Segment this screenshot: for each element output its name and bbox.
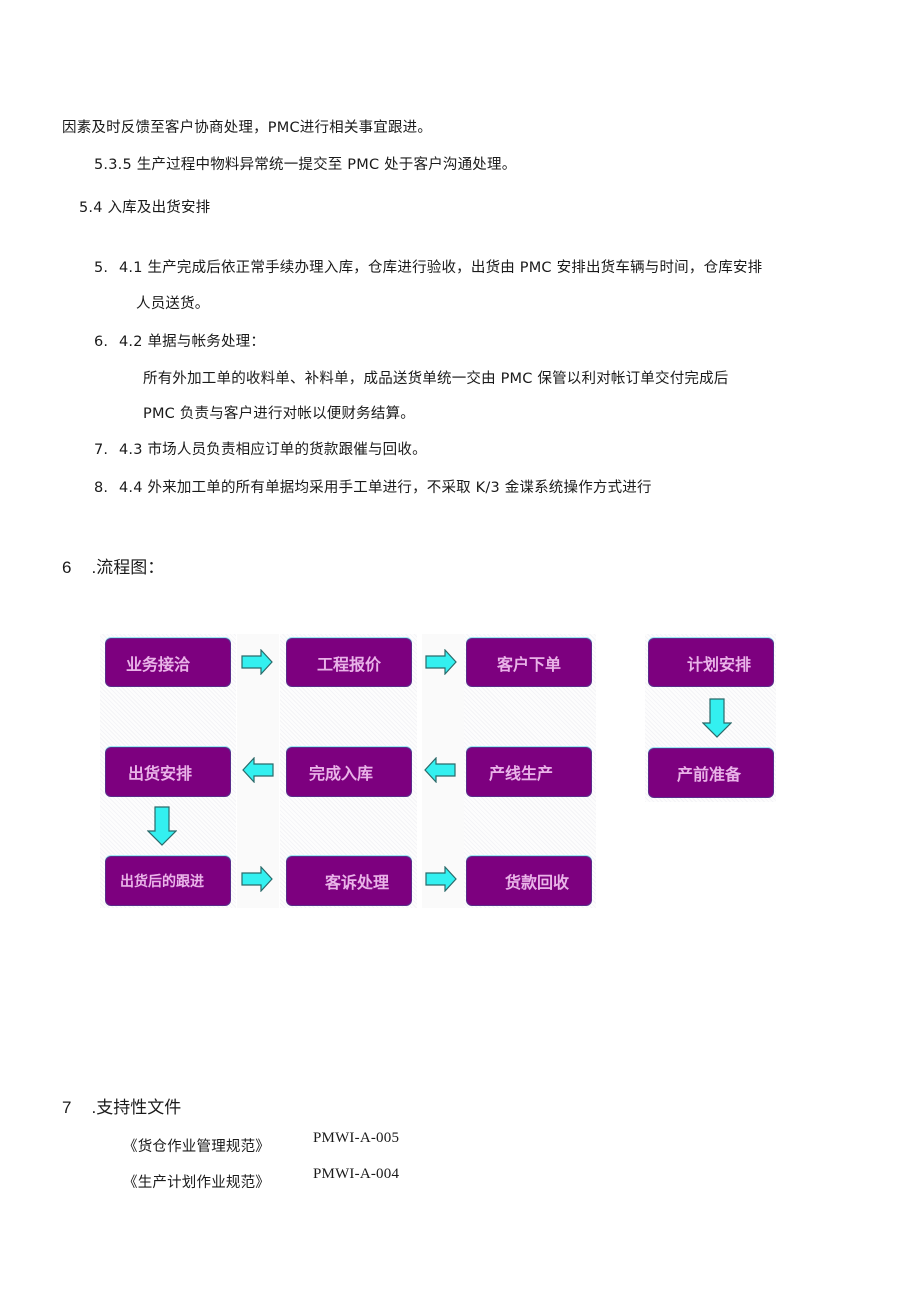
supporting-doc-title: 《货仓作业管理规范》 <box>123 1139 270 1155</box>
list-number: 8. <box>94 480 109 496</box>
flow-node-planning: 计划安排 <box>649 639 773 686</box>
flow-node-preproduction-prep: 产前准备 <box>649 749 773 797</box>
list-item-4-3: 7. 4.3 市场人员负责相应订单的货款跟催与回收。 <box>94 440 427 460</box>
flow-node-post-shipment-followup: 出货后的跟进 <box>106 857 230 905</box>
arrow-down-icon <box>147 806 177 846</box>
supporting-doc-code: PMWI-A-004 <box>313 1166 400 1182</box>
list-item-4-2-continuation: 所有外加工单的收料单、补料单，成品送货单统一交由 PMC 保管以利对帐订单交付完… <box>143 371 729 387</box>
list-item-4-2-continuation: PMC 负责与客户进行对帐以便财务结算。 <box>143 406 415 422</box>
section-number: 7 <box>62 1098 72 1117</box>
node-label: 客诉处理 <box>325 873 390 892</box>
supporting-doc-title: 《生产计划作业规范》 <box>123 1175 270 1191</box>
clause-5-4-heading: 5.4 入库及出货安排 <box>79 200 211 216</box>
flow-node-warehouse-entry: 完成入库 <box>287 748 411 796</box>
flow-node-line-production: 产线生产 <box>467 748 591 796</box>
list-item-4-2: 6. 4.2 单据与帐务处理： <box>94 332 265 352</box>
section-6-heading: 6 .流程图： <box>62 557 164 579</box>
list-item-4-1-continuation: 人员送货。 <box>136 296 210 312</box>
node-label: 客户下单 <box>497 654 562 674</box>
list-text: 4.1 生产完成后依正常手续办理入库，仓库进行验收，出货由 PMC 安排出货车辆… <box>119 260 763 276</box>
flow-node-customer-order: 客户下单 <box>467 639 591 686</box>
supporting-doc-code: PMWI-A-005 <box>313 1130 400 1146</box>
list-item-4-4: 8. 4.4 外来加工单的所有单据均采用手工单进行，不采取 K/3 金谍系统操作方… <box>94 478 652 498</box>
list-number: 5. <box>94 260 109 276</box>
node-label: 产前准备 <box>677 765 742 784</box>
list-item-4-1: 5. 4.1 生产完成后依正常手续办理入库，仓库进行验收，出货由 PMC 安排出货… <box>94 258 762 278</box>
arrow-right-icon <box>241 866 273 892</box>
flow-node-payment-collection: 货款回收 <box>467 857 591 905</box>
list-text: 4.3 市场人员负责相应订单的货款跟催与回收。 <box>119 442 427 458</box>
section-7-heading: 7 .支持性文件 <box>62 1097 181 1119</box>
arrow-down-icon <box>702 698 732 738</box>
node-label: 出货后的跟进 <box>120 874 204 890</box>
section-title: .流程图： <box>91 558 165 577</box>
node-label: 产线生产 <box>489 764 554 783</box>
flow-node-business-contact: 业务接洽 <box>106 639 230 686</box>
flow-node-complaint-handling: 客诉处理 <box>287 857 411 905</box>
arrow-right-icon <box>241 649 273 675</box>
arrow-right-icon <box>425 866 457 892</box>
list-number: 6. <box>94 334 109 350</box>
list-text: 4.2 单据与帐务处理： <box>119 334 266 350</box>
section-number: 6 <box>62 558 72 577</box>
arrow-left-icon <box>424 757 456 783</box>
list-text: 4.4 外来加工单的所有单据均采用手工单进行，不采取 K/3 金谍系统操作方式进… <box>119 480 652 496</box>
flow-node-engineering-quote: 工程报价 <box>287 639 411 686</box>
section-title: .支持性文件 <box>91 1098 182 1117</box>
node-label: 货款回收 <box>505 873 570 892</box>
arrow-right-icon <box>425 649 457 675</box>
arrow-left-icon <box>242 757 274 783</box>
node-label: 业务接洽 <box>126 654 191 674</box>
flow-node-shipping-arrangement: 出货安排 <box>106 748 230 796</box>
node-label: 计划安排 <box>687 654 752 674</box>
clause-5-3-5: 5.3.5 生产过程中物料异常统一提交至 PMC 处于客户沟通处理。 <box>94 157 517 173</box>
node-label: 完成入库 <box>309 764 374 783</box>
paragraph-continuation: 因素及时反馈至客户协商处理，PMC进行相关事宜跟进。 <box>62 120 433 136</box>
node-label: 出货安排 <box>128 764 193 783</box>
list-number: 7. <box>94 442 109 458</box>
node-label: 工程报价 <box>317 654 382 674</box>
